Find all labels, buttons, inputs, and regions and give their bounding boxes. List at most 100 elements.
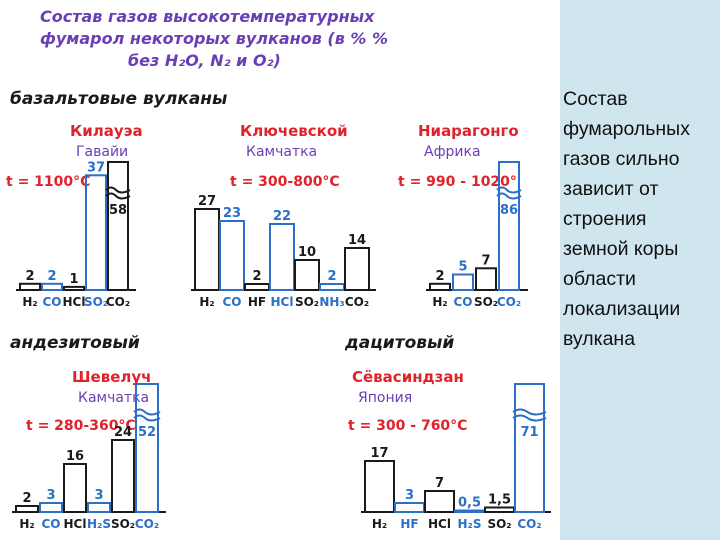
bar-so2 [111, 439, 135, 513]
volcano-place: Камчатка [246, 144, 317, 160]
gas-label: HCl [271, 295, 294, 309]
bar-h2 [429, 282, 451, 291]
gas-label: HF [248, 295, 266, 309]
volcano-place: Япония [358, 390, 412, 406]
bar-h2 [194, 208, 220, 291]
bar-co2 [498, 161, 520, 291]
volcano-name: Сёвасиндзан [352, 368, 464, 386]
bar-co [41, 282, 63, 291]
volcano-place: Африка [424, 144, 481, 160]
data-label: 3 [405, 488, 414, 503]
volcano-temperature: t = 1100°C [6, 174, 90, 190]
gas-label: H₂ [19, 517, 34, 531]
bar-co [39, 502, 63, 513]
side-panel [560, 0, 720, 540]
gas-label: CO [42, 295, 61, 309]
gas-label: H₂S [458, 517, 482, 531]
gas-label: H₂ [432, 295, 447, 309]
data-label: 5 [458, 260, 467, 275]
bar-hcl [63, 463, 87, 513]
gas-label: SO₂ [295, 295, 319, 309]
volcano-name: Килауэа [70, 122, 143, 140]
volcano-temperature: t = 990 - 1020° [398, 174, 517, 190]
data-label: 1,5 [488, 493, 511, 508]
data-label: 2 [25, 269, 34, 284]
data-label: 37 [87, 160, 105, 175]
axis-break-mark [133, 414, 161, 422]
bar-co [219, 220, 245, 291]
data-label: 0,5 [458, 496, 481, 511]
gas-label: SO₂ [487, 517, 511, 531]
volcano-name: Ключевской [240, 122, 348, 140]
axis-break-mark [105, 192, 131, 200]
data-label: 3 [94, 488, 103, 503]
side-caption: Состав фумарольных газов сильно зависит … [563, 88, 690, 350]
gas-label: CO [453, 295, 472, 309]
bar-h2s [454, 509, 485, 513]
gas-label: HCl [64, 517, 87, 531]
data-label: 71 [520, 425, 538, 440]
volcano-temperature: t = 300-800°C [230, 174, 340, 190]
gas-label: HCl [428, 517, 451, 531]
data-label: 52 [138, 425, 156, 440]
gas-label: CO₂ [517, 517, 541, 531]
bar-co2 [107, 161, 129, 291]
title-line-2: фумарол некоторых вулканов (в % % [40, 29, 388, 48]
category-dacite: дацитовый [344, 333, 454, 353]
data-label: 23 [223, 206, 241, 221]
data-label: 17 [370, 446, 388, 461]
gas-label: HF [400, 517, 418, 531]
gas-label: CO₂ [345, 295, 369, 309]
gas-label: SO₂ [111, 517, 135, 531]
axis-break-mark [105, 186, 131, 194]
gas-label: CO [41, 517, 60, 531]
gas-label: H₂ [199, 295, 214, 309]
data-label: 10 [298, 245, 316, 260]
title-line-3: без H₂O, N₂ и O₂) [128, 51, 281, 70]
gas-label: CO₂ [135, 517, 159, 531]
bar-so2 [294, 259, 320, 291]
data-label: 22 [273, 209, 291, 224]
chart-drawing: Состав газов высокотемпературных фумарол… [6, 7, 551, 531]
bar-hcl [424, 490, 455, 513]
gas-label: H₂ [372, 517, 387, 531]
axis-break-mark [496, 186, 522, 194]
volcano-place: Гавайи [76, 144, 128, 160]
data-label: 24 [114, 425, 132, 440]
bar-so2 [475, 267, 497, 291]
bar-so2 [85, 174, 107, 291]
axis-break-mark [512, 414, 547, 422]
data-label: 2 [22, 491, 31, 506]
category-andesite: андезитовый [10, 333, 140, 353]
gas-label: SO₂ [474, 295, 498, 309]
bar-co2 [514, 383, 545, 513]
axis-break-mark [496, 192, 522, 200]
axis-break-mark [512, 408, 547, 416]
data-label: 58 [109, 203, 127, 218]
bar-hf [244, 283, 270, 291]
bar-hf [394, 502, 425, 513]
category-basalt: базальтовые вулканы [10, 89, 227, 109]
data-label: 16 [66, 449, 84, 464]
title-line-1: Состав газов высокотемпературных [40, 7, 375, 26]
data-label: 2 [327, 269, 336, 284]
bar-hcl [63, 285, 85, 291]
bar-co2 [135, 383, 159, 513]
data-label: 2 [435, 269, 444, 284]
data-label: 3 [46, 488, 55, 503]
bar-hcl [269, 223, 295, 291]
data-label: 2 [252, 269, 261, 284]
bar-h2 [15, 505, 39, 513]
bar-co [452, 273, 474, 291]
gas-label: CO [222, 295, 241, 309]
gas-label: CO₂ [497, 295, 521, 309]
bar-so2 [484, 506, 515, 513]
gas-label: H₂ [22, 295, 37, 309]
gas-label: H₂S [87, 517, 111, 531]
data-label: 2 [47, 269, 56, 284]
